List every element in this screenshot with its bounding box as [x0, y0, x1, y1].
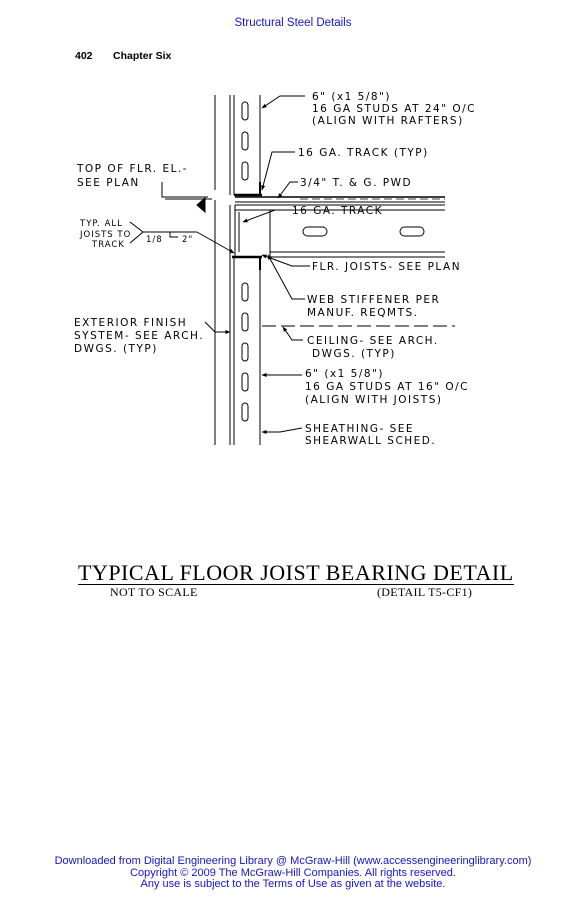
leader-ext-finish [204, 321, 231, 334]
label-ceiling-1: CEILING- SEE ARCH. [307, 335, 439, 347]
leader-floor-el [161, 182, 208, 198]
floor-joist-bearing-drawing: 6" (x1 5/8") 16 GA STUDS AT 24" O/C (ALI… [74, 91, 476, 447]
label-ceiling-2: DWGS. (TYP) [312, 348, 396, 360]
label-studs-top-1: 6" (x1 5/8") [312, 91, 391, 103]
label-weld-size: 1/8 [146, 235, 163, 245]
footer-terms: Any use is subject to the Terms of Use a… [140, 878, 446, 890]
label-plywood: 3/4" T. & G. PWD [300, 177, 412, 189]
top-track [234, 182, 262, 197]
label-sheathing-2: SHEARWALL SCHED. [305, 435, 436, 447]
upper-wall-studs [214, 95, 261, 195]
label-studs-top-2: 16 GA STUDS AT 24" O/C [312, 103, 476, 115]
leader-sheathing [261, 427, 303, 434]
floor-joist [234, 204, 445, 258]
title-underline [78, 584, 514, 585]
footer: Downloaded from Digital Engineering Libr… [0, 855, 586, 891]
leader-flr-joists [261, 254, 310, 267]
leader-track-mid [242, 209, 288, 223]
leader-studs-top [261, 95, 305, 109]
label-studs-bot-1: 6" (x1 5/8") [305, 368, 384, 380]
label-track-mid: 16 GA. TRACK [292, 205, 383, 217]
label-web-stiffener-1: WEB STIFFENER PER [307, 294, 440, 306]
chapter-label: Chapter Six [113, 50, 172, 62]
label-studs-bot-2: 16 GA STUDS AT 16" O/C [305, 381, 469, 393]
lower-track [232, 255, 262, 270]
weld-flag [196, 196, 206, 214]
page-number: 402 [75, 50, 93, 62]
label-joists-typ-1: TYP. ALL [79, 219, 123, 229]
lower-wall-studs [214, 200, 261, 445]
footer-download-link[interactable]: Downloaded from Digital Engineering Libr… [54, 855, 532, 867]
label-ext-finish-2: SYSTEM- SEE ARCH. [74, 330, 204, 342]
scale-note: NOT TO SCALE [110, 585, 198, 599]
label-flr-joists: FLR. JOISTS- SEE PLAN [312, 261, 461, 273]
footer-copyright: Copyright © 2009 The McGraw-Hill Compani… [130, 866, 456, 879]
label-joists-typ-3: TRACK [91, 240, 125, 250]
label-studs-bot-3: (ALIGN WITH JOISTS) [305, 394, 442, 406]
leader-ceiling [282, 326, 303, 341]
plywood-deck [235, 196, 445, 203]
label-joists-typ-2: JOISTS TO [79, 230, 131, 240]
leader-web-stiffener [267, 254, 305, 300]
weld-symbol [129, 221, 235, 254]
label-ext-finish-1: EXTERIOR FINISH [74, 317, 187, 329]
detail-title: TYPICAL FLOOR JOIST BEARING DETAIL [78, 560, 514, 585]
label-floor-el-1: TOP OF FLR. EL.- [76, 163, 188, 175]
leader-track-top [261, 151, 295, 191]
label-floor-el-2: SEE PLAN [77, 177, 140, 189]
label-ext-finish-3: DWGS. (TYP) [74, 343, 158, 355]
leader-plywood [277, 181, 298, 199]
detail-reference: (DETAIL T5-CF1) [377, 585, 473, 599]
label-weld-length: 2" [182, 235, 193, 245]
label-sheathing-1: SHEATHING- SEE [305, 423, 414, 435]
running-title: Structural Steel Details [234, 17, 352, 29]
label-web-stiffener-2: MANUF. REQMTS. [307, 307, 418, 319]
label-studs-top-3: (ALIGN WITH RAFTERS) [312, 115, 464, 127]
label-track-top: 16 GA. TRACK (TYP) [298, 147, 429, 159]
